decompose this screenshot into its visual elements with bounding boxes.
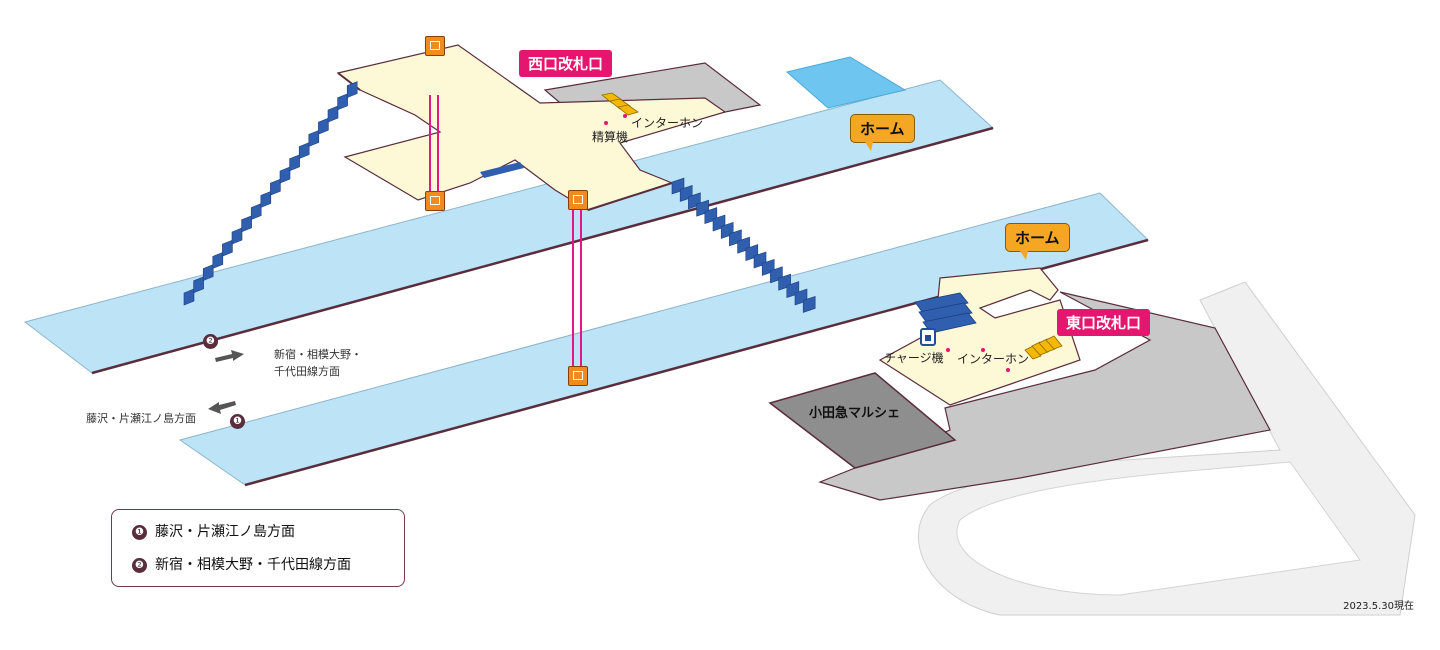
- stair-step: [289, 154, 300, 172]
- legend-item-1: ❶ 藤沢・片瀬江ノ島方面: [132, 521, 295, 541]
- date-label: 2023.5.30現在: [1343, 601, 1414, 612]
- legend: ❶ 藤沢・片瀬江ノ島方面 ❷ 新宿・相模大野・千代田線方面: [111, 509, 405, 587]
- arrow-two: [215, 350, 244, 362]
- track-box: [785, 56, 907, 109]
- east-gate-area: [818, 291, 1271, 501]
- elevator-icon: [425, 36, 445, 56]
- stair-step: [270, 178, 281, 196]
- elevator-shaft-center: [572, 210, 582, 368]
- stair-step: [318, 117, 329, 135]
- direction-one-text: 藤沢・片瀬江ノ島方面: [86, 412, 196, 425]
- stair-step: [241, 215, 252, 233]
- rotary-inner: [956, 461, 1361, 596]
- legend-num-2: ❷: [132, 558, 147, 573]
- fare-adjust-label: 精算機: [592, 130, 629, 144]
- stair-step: [231, 227, 243, 245]
- stairs-left: [183, 81, 358, 306]
- legend-item-2: ❷ 新宿・相模大野・千代田線方面: [132, 554, 351, 574]
- direction-marker-two: ❷: [203, 334, 218, 349]
- elevator-shaft-west: [429, 95, 439, 192]
- direction-two-line2: 千代田線方面: [274, 365, 340, 378]
- direction-two-line1: 新宿・相模大野・: [274, 348, 362, 361]
- shop-label: 小田急マルシェ: [809, 406, 901, 421]
- direction-marker-one: ❶: [230, 414, 245, 429]
- stair-step: [193, 276, 204, 294]
- charge-machine-icon: [920, 328, 936, 346]
- intercom-east-label: インターホン: [957, 352, 1030, 366]
- ticket-gates-west: [601, 92, 639, 116]
- stair-step: [222, 239, 233, 257]
- intercom-west-label: インターホン: [631, 116, 704, 130]
- charge-machine-label: チャージ機: [884, 351, 944, 365]
- intercom-east-dot: [981, 348, 985, 352]
- platform-lower-label: ホーム: [1005, 223, 1070, 260]
- stair-step: [202, 264, 214, 282]
- direction-two-text: 新宿・相模大野・ 千代田線方面: [274, 346, 362, 380]
- stair-step: [308, 129, 320, 147]
- stair-step: [802, 295, 816, 313]
- stairs-small: [480, 162, 524, 178]
- shop-area: [768, 372, 957, 469]
- stair-step: [279, 166, 291, 184]
- stair-step: [298, 142, 310, 160]
- elevator-icon: [568, 190, 588, 210]
- intercom-east-dot2: [1006, 368, 1010, 372]
- charge-dot: [946, 348, 950, 352]
- stair-step: [260, 190, 272, 208]
- ticket-gates-east: [1024, 335, 1063, 360]
- platform-upper-label: ホーム: [850, 114, 915, 151]
- east-gate-label: 東口改札口: [1057, 309, 1151, 336]
- east-concourse: [878, 267, 1081, 406]
- arrow-one: [208, 401, 236, 414]
- stair-step: [183, 288, 195, 306]
- stair-step: [250, 203, 262, 221]
- legend-num-1: ❶: [132, 525, 147, 540]
- legend-text-1: 藤沢・片瀬江ノ島方面: [155, 524, 295, 540]
- platform-upper: [23, 79, 995, 374]
- stairs-right: [671, 177, 816, 313]
- stair-step: [346, 81, 358, 99]
- stair-step: [337, 93, 348, 111]
- elevator-icon: [425, 191, 445, 211]
- stair-step: [212, 251, 224, 269]
- legend-text-2: 新宿・相模大野・千代田線方面: [155, 557, 351, 573]
- stair-step: [327, 105, 339, 123]
- fare-adjust-dot: [604, 121, 608, 125]
- intercom-west-dot: [623, 114, 627, 118]
- west-gate-label: 西口改札口: [519, 50, 613, 77]
- elevator-icon: [568, 366, 588, 386]
